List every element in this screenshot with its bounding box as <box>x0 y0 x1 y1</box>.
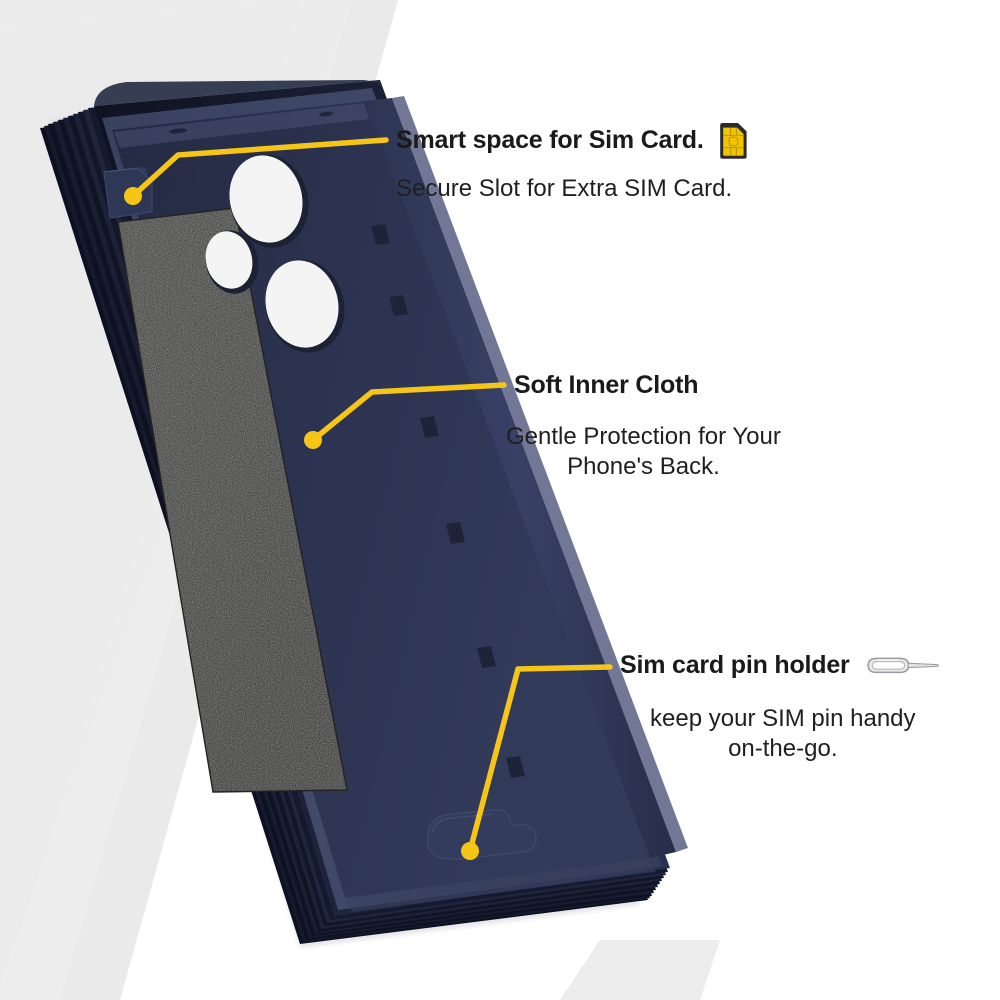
callout-subtitle-pin: keep your SIM pin handy on-the-go. <box>650 704 916 763</box>
inner-bottom-lip <box>345 858 656 912</box>
side-button-nubs <box>371 224 525 778</box>
inner-bezel-highlight <box>114 103 369 148</box>
callout-title-row: Smart space for Sim Card. <box>396 122 748 160</box>
leader-sim-pin-holder <box>461 664 613 860</box>
callout-title-row: Sim card pin holder <box>620 651 942 680</box>
background-band-bottom <box>560 940 720 1000</box>
callout-smart-sim-space: Smart space for Sim Card. <box>396 122 748 205</box>
callout-title-sim: Smart space for Sim Card. <box>396 126 704 155</box>
case-top-cap <box>94 80 381 106</box>
callout-title-pin: Sim card pin holder <box>620 651 850 679</box>
top-mic-hole <box>319 111 333 117</box>
callout-soft-inner-cloth: Soft Inner Cloth Gentle Protection for Y… <box>506 371 781 483</box>
camera-cutout-middle <box>205 230 259 294</box>
speaker-slit <box>169 128 187 134</box>
sim-card-icon <box>718 122 748 160</box>
camera-cutout-top <box>229 154 309 248</box>
camera-cutout-bottom <box>265 259 345 353</box>
camera-cutouts <box>205 154 345 353</box>
callout-subtitle-cloth: Gentle Protection for Your Phone's Back. <box>506 422 781 481</box>
callout-title-cloth: Soft Inner Cloth <box>514 371 699 399</box>
callout-title-row: Soft Inner Cloth <box>514 371 781 400</box>
case-right-wall-highlight <box>392 96 688 852</box>
callout-sim-pin-holder: Sim card pin holder keep your SIM pin ha… <box>620 651 942 765</box>
leader-sim-card <box>124 137 389 205</box>
leader-soft-inner-cloth <box>304 382 507 449</box>
sim-eject-pin-icon <box>864 653 942 679</box>
callout-subtitle-sim: Secure Slot for Extra SIM Card. <box>396 175 733 202</box>
